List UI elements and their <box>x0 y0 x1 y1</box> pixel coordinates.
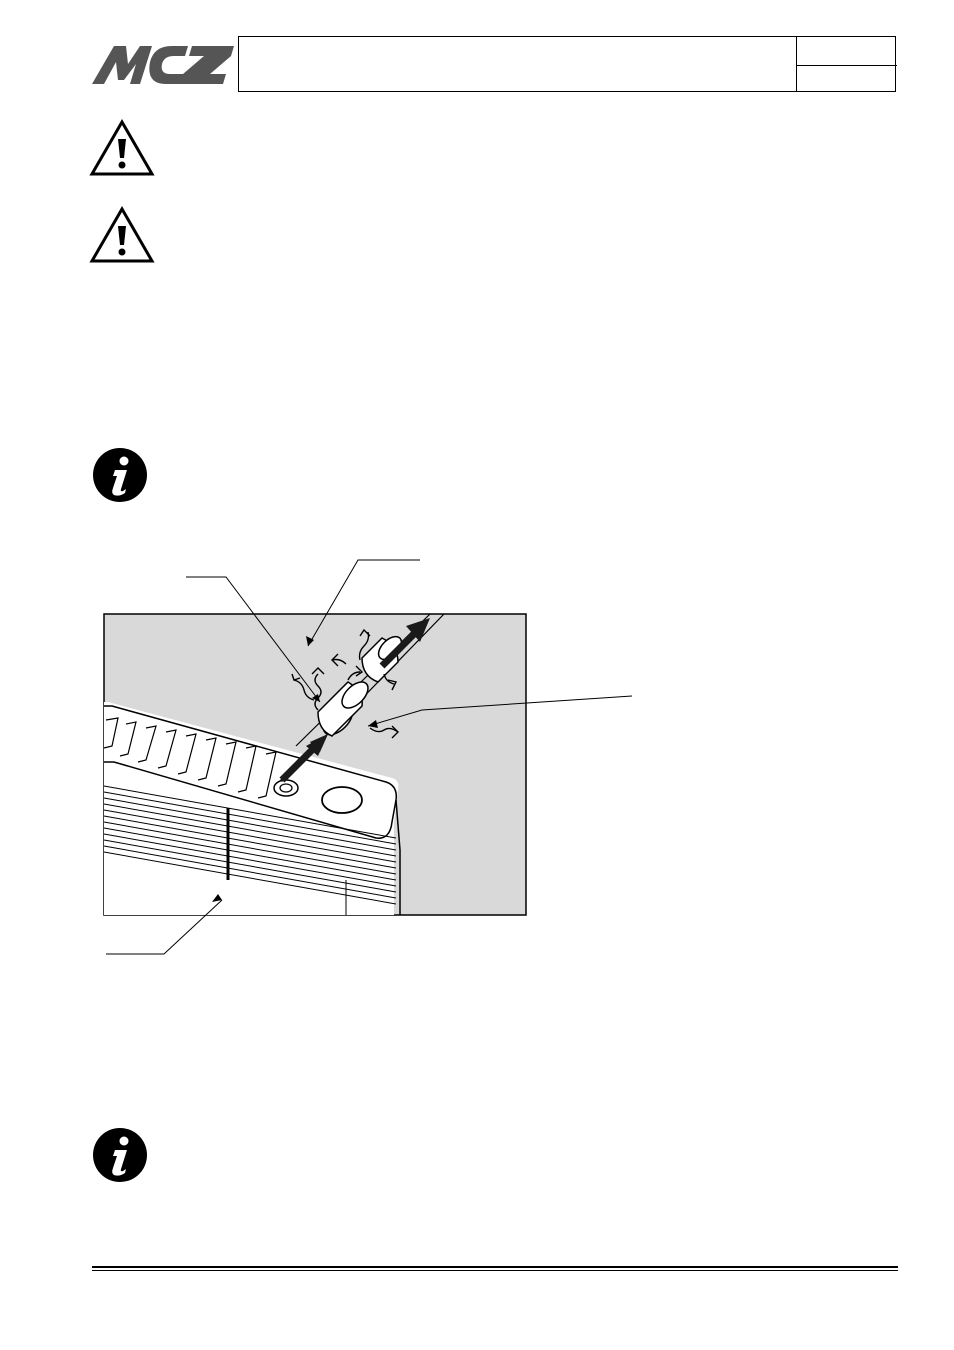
info-icon <box>91 446 149 504</box>
header-divider <box>796 65 897 66</box>
heat-wave-arrow <box>291 628 399 739</box>
warning-triangle-icon <box>89 205 155 264</box>
footer-rule <box>92 1270 898 1271</box>
leader-line <box>106 559 633 955</box>
warning-triangle-icon <box>89 118 155 177</box>
stove-body <box>103 702 401 915</box>
info-icon <box>91 1126 149 1184</box>
airflow-arrow <box>279 618 430 783</box>
header-divider <box>796 37 797 91</box>
mcz-logo <box>88 40 238 88</box>
header-box <box>238 36 897 92</box>
footer-rule <box>92 1266 898 1268</box>
stove-duct-illustration <box>100 550 640 960</box>
duct-pipe <box>295 613 445 751</box>
